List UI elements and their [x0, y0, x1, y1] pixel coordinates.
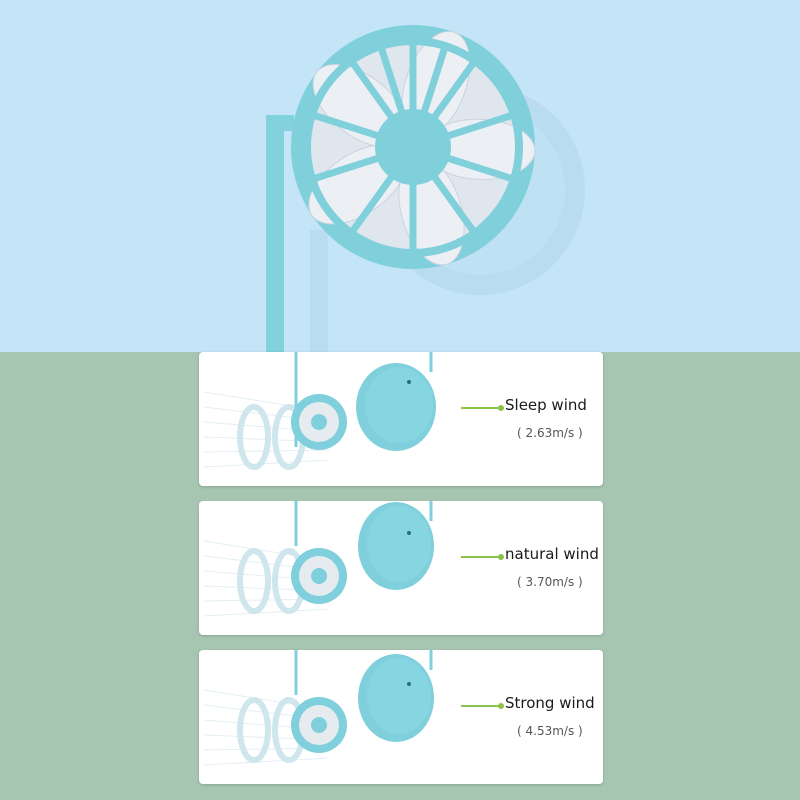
- mode-label: natural wind: [505, 545, 599, 563]
- mode-card-sleep: Sleep wind ( 2.63m/s ): [199, 352, 603, 486]
- arrow-pointer-icon: [461, 703, 504, 709]
- mode-label: Sleep wind: [505, 396, 587, 414]
- neck-fan-image: [203, 352, 436, 470]
- mode-label: Strong wind: [505, 694, 595, 712]
- mode-card-strong: Strong wind ( 4.53m/s ): [199, 650, 603, 784]
- hero-fan-illustration: [266, 25, 585, 352]
- mode-card-natural: natural wind ( 3.70m/s ): [199, 501, 603, 635]
- fan-head: [291, 25, 536, 269]
- wind-speed: ( 2.63m/s ): [517, 426, 583, 440]
- wind-speed: ( 3.70m/s ): [517, 575, 583, 589]
- arrow-pointer-icon: [461, 405, 504, 411]
- fan-stem: [266, 115, 284, 352]
- arrow-pointer-icon: [461, 554, 504, 560]
- neck-fan-image: [203, 501, 434, 617]
- wind-speed: ( 4.53m/s ): [517, 724, 583, 738]
- neck-fan-image: [203, 650, 434, 766]
